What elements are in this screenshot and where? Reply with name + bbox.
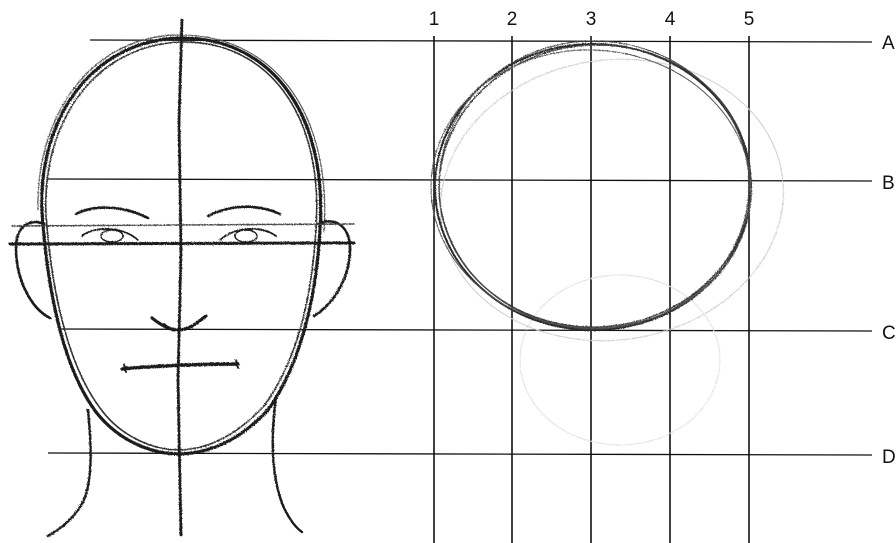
column-label-3: 3 [586,9,597,30]
face-drawing [10,20,354,536]
row-label-d: D [882,447,896,468]
left-eyebrow [76,208,148,218]
column-label-1: 1 [429,9,440,30]
mouth-corner-left [124,364,126,372]
oval-sketch [422,34,802,445]
face-center-line [178,20,182,535]
row-label-a: A [882,33,895,54]
eye-line [10,243,354,244]
column-label-2: 2 [507,9,518,30]
oval-faint-stroke [422,37,802,362]
column-labels: 1 2 3 4 5 [429,9,755,30]
mouth-corner-right [236,360,238,368]
mouth [122,364,238,369]
column-label-4: 4 [665,9,676,30]
row-labels: A B C D [882,33,896,468]
row-label-c: C [882,323,896,344]
oval-stroke-2 [430,34,761,337]
row-label-b: B [882,173,895,194]
neck-right [273,398,302,532]
left-iris [101,230,123,242]
eye-line-sketch [12,224,354,226]
neck-left [48,410,91,536]
right-eyebrow [208,207,280,216]
right-iris [235,230,257,242]
column-label-5: 5 [744,9,755,30]
